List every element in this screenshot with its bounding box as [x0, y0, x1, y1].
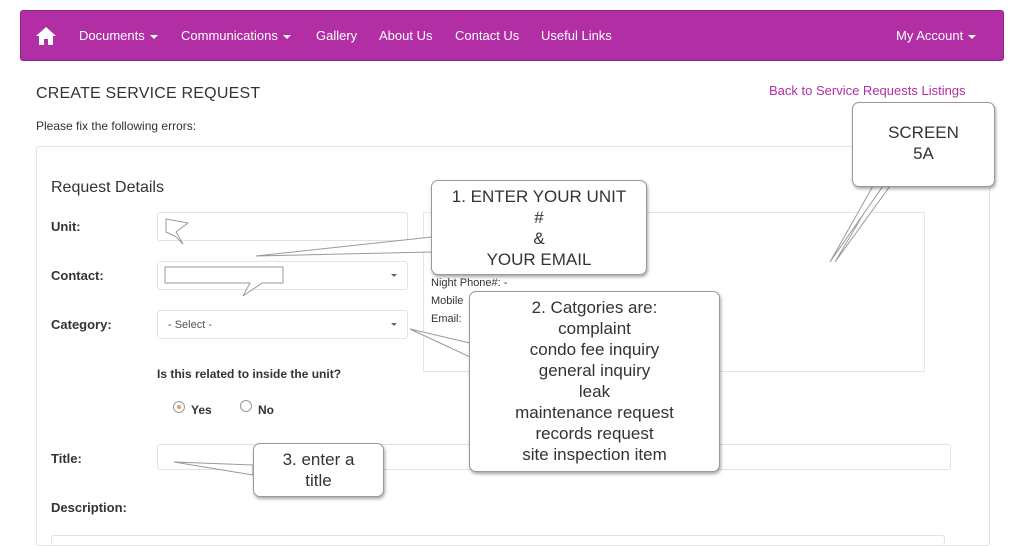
unit-mini-callout — [165, 218, 190, 245]
chevron-down-icon — [149, 34, 158, 39]
page-title: CREATE SERVICE REQUEST — [36, 85, 261, 102]
nav-my-account[interactable]: My Account — [896, 28, 977, 43]
chevron-down-icon — [968, 34, 977, 39]
inside-unit-question: Is this related to inside the unit? — [157, 367, 342, 381]
unit-input[interactable] — [157, 212, 408, 241]
annotation-step2: 2. Catgories are: complaint condo fee in… — [469, 291, 720, 472]
category-selected-value: - Select - — [168, 319, 213, 331]
title-label: Title: — [51, 451, 82, 466]
error-message: Please fix the following errors: — [36, 119, 197, 133]
chevron-down-icon — [391, 323, 397, 326]
annotation-step3: 3. enter a title — [253, 443, 384, 497]
email-text: Email: — [431, 313, 462, 325]
nav-gallery[interactable]: Gallery — [316, 28, 358, 43]
radio-yes[interactable] — [173, 401, 185, 413]
section-title: Request Details — [51, 179, 164, 196]
unit-label: Unit: — [51, 219, 81, 234]
contact-mini-callout — [164, 266, 284, 297]
radio-no-label: No — [258, 403, 274, 417]
night-phone-text: Night Phone#: - — [431, 277, 508, 289]
annotation-screen-label: SCREEN 5A — [852, 102, 995, 187]
chevron-down-icon — [282, 34, 291, 39]
nav-documents[interactable]: Documents — [79, 28, 158, 43]
nav-communications[interactable]: Communications — [181, 28, 291, 43]
nav-contact-us[interactable]: Contact Us — [455, 28, 520, 43]
home-icon[interactable] — [35, 25, 57, 47]
mobile-text: Mobile — [431, 295, 464, 307]
description-label: Description: — [51, 500, 127, 515]
chevron-down-icon — [391, 274, 397, 277]
nav-useful-links[interactable]: Useful Links — [541, 28, 612, 43]
radio-no[interactable] — [240, 400, 252, 412]
back-to-listings-link[interactable]: Back to Service Requests Listings — [769, 83, 966, 98]
radio-yes-label: Yes — [191, 403, 212, 417]
category-label: Category: — [51, 317, 112, 332]
nav-about-us[interactable]: About Us — [379, 28, 433, 43]
category-select[interactable]: - Select - — [157, 310, 408, 339]
top-navbar: Documents Communications Gallery About U… — [20, 10, 1004, 61]
annotation-step1: 1. ENTER YOUR UNIT # & YOUR EMAIL — [431, 180, 647, 275]
contact-label: Contact: — [51, 268, 104, 283]
